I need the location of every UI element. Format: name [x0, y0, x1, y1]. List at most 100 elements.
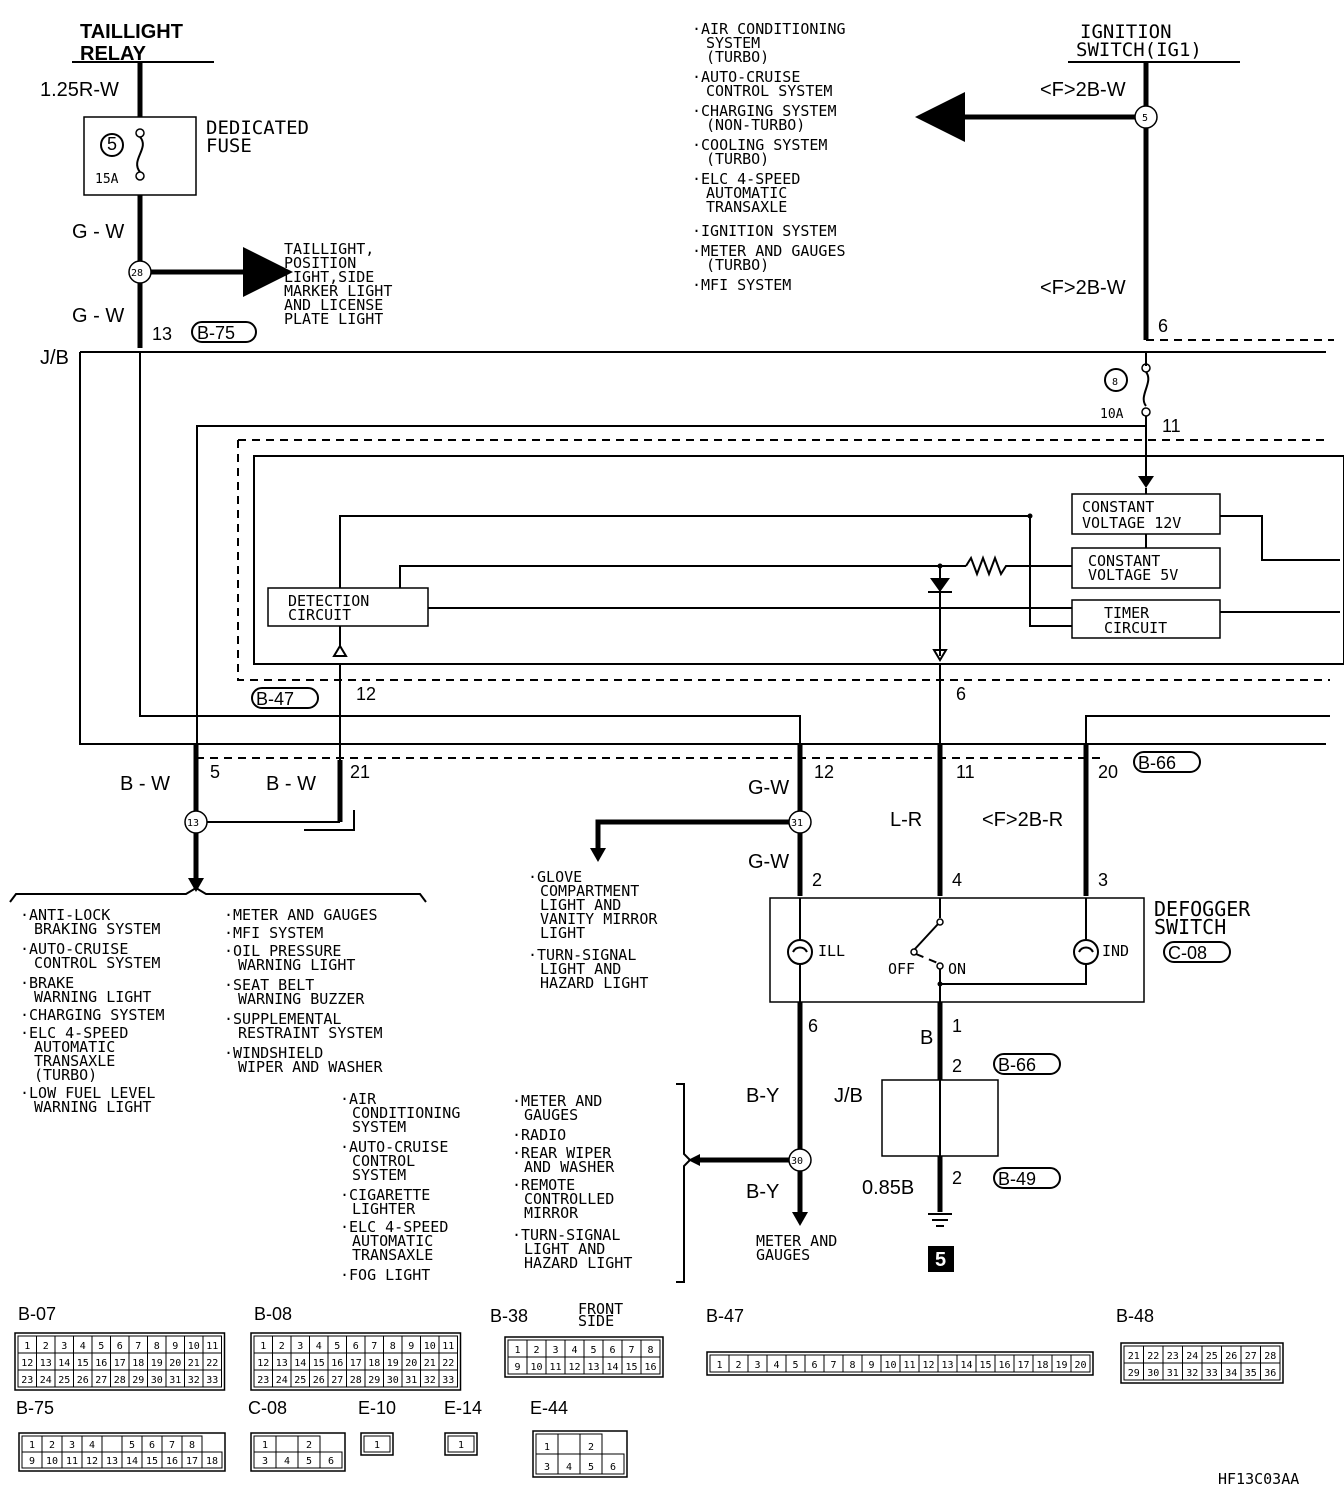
connector-pin-number: 13 [40, 1358, 52, 1369]
resistor-icon [965, 555, 1072, 577]
connector-pin-number: 33 [442, 1375, 454, 1386]
connector-pin-number: 18 [206, 1456, 218, 1467]
connector-pin-number: 12 [922, 1360, 934, 1371]
connector-pin-number: 10 [424, 1341, 436, 1352]
svg-text:·AUTO-CRUISE: ·AUTO-CRUISE [692, 68, 800, 86]
connector-pin-number: 17 [350, 1358, 362, 1369]
connector-face-frame [250, 1432, 346, 1472]
wire-label-gw-d: G-W [748, 851, 789, 873]
connector-pin-number: 15 [77, 1358, 89, 1369]
connector-b75-label: B-75 [197, 323, 235, 343]
connector-pin-number: 15 [313, 1358, 325, 1369]
connector-pin-number: 7 [830, 1360, 836, 1371]
jb-label-lower: J/B [834, 1085, 863, 1107]
connector-pin-number: 11 [442, 1341, 454, 1352]
connector-pin-number: 18 [132, 1358, 144, 1369]
splice-5 [1134, 105, 1158, 129]
svg-text:AUTOMATIC: AUTOMATIC [706, 184, 787, 202]
svg-text:LIGHT AND: LIGHT AND [540, 896, 621, 914]
connector-pin-number: 4 [89, 1440, 95, 1451]
figure-code: HF13C03AA [1218, 1470, 1299, 1488]
svg-text:COMPARTMENT: COMPARTMENT [540, 882, 639, 900]
svg-text:WARNING LIGHT: WARNING LIGHT [34, 1098, 151, 1116]
connector-pin-number: 10 [884, 1360, 896, 1371]
connector-face-label: B-38 [490, 1306, 528, 1326]
svg-text:WARNING BUZZER: WARNING BUZZER [238, 990, 365, 1008]
connector-c08-label: C-08 [1168, 943, 1207, 963]
connector-pin-number: 28 [114, 1375, 126, 1386]
connector-pin-number: 13 [587, 1362, 599, 1373]
svg-text:·METER AND: ·METER AND [512, 1092, 602, 1110]
jb-label: J/B [40, 347, 69, 369]
svg-text:AUTOMATIC: AUTOMATIC [34, 1038, 115, 1056]
svg-text:CONSTANT: CONSTANT [1088, 552, 1160, 570]
pin-11: 11 [956, 762, 975, 782]
svg-text:IND: IND [1102, 942, 1129, 960]
connector-pin-number: 10 [188, 1341, 200, 1352]
svg-text:WARNING LIGHT: WARNING LIGHT [34, 988, 151, 1006]
connector-pin-number: 5 [590, 1345, 596, 1356]
wire-label-bw-b: B - W [266, 773, 316, 795]
svg-text:TRANSAXLE: TRANSAXLE [34, 1052, 115, 1070]
pin-2: 2 [812, 870, 822, 890]
connector-face-label: B-08 [254, 1304, 292, 1324]
connector-face-label: B-48 [1116, 1306, 1154, 1326]
svg-text:RESTRAINT SYSTEM: RESTRAINT SYSTEM [238, 1024, 383, 1042]
connector-pin-number: 9 [514, 1362, 520, 1373]
svg-text:SWITCH: SWITCH [1154, 915, 1226, 939]
svg-text:VOLTAGE 12V: VOLTAGE 12V [1082, 514, 1181, 532]
mid-list-a: ·AIR CONDITIONING SYSTEM ·AUTO-CRUISE CO… [340, 1090, 460, 1284]
taillight-relay: TAILLIGHT RELAY [72, 21, 214, 65]
svg-text:CONTROL SYSTEM: CONTROL SYSTEM [706, 82, 832, 100]
connector-pin-number: 12 [568, 1362, 580, 1373]
connector-pin-number: 1 [544, 1442, 550, 1453]
fuse-8: 8 10A [1100, 363, 1151, 422]
svg-text:HAZARD LIGHT: HAZARD LIGHT [524, 1254, 632, 1272]
connector-face-frame [532, 1430, 628, 1478]
svg-text:·CHARGING SYSTEM: ·CHARGING SYSTEM [692, 102, 837, 120]
connector-pin-number: 7 [169, 1440, 175, 1451]
connector-pin-number: 27 [1245, 1351, 1257, 1362]
fuse-rating: 15A [95, 172, 119, 187]
svg-text:·ELC 4-SPEED: ·ELC 4-SPEED [340, 1218, 448, 1236]
svg-text:AND WASHER: AND WASHER [524, 1158, 615, 1176]
wire-label-085b: 0.85B [862, 1177, 914, 1199]
connector-pin-number: 17 [186, 1456, 198, 1467]
connector-pin-number: 2 [43, 1341, 49, 1352]
connector-pin-number: 27 [95, 1375, 107, 1386]
splice-5-label: 5 [1142, 113, 1148, 124]
svg-text:LIGHT AND: LIGHT AND [540, 960, 621, 978]
connector-face-frame [250, 1332, 462, 1391]
svg-text:TRANSAXLE: TRANSAXLE [706, 198, 787, 216]
wire-label-lr: L-R [890, 809, 922, 831]
svg-text:·CIGARETTE: ·CIGARETTE [340, 1186, 430, 1204]
pin-6-top: 6 [1158, 316, 1168, 336]
svg-text:WIPER AND WASHER: WIPER AND WASHER [238, 1058, 383, 1076]
connector-pin-number: 15 [625, 1362, 637, 1373]
svg-text:TRANSAXLE: TRANSAXLE [352, 1246, 433, 1264]
pin-13: 13 [152, 324, 172, 344]
connector-pin-number: 24 [40, 1375, 52, 1386]
svg-text:31: 31 [791, 818, 803, 829]
pin-12a: 12 [356, 684, 376, 704]
splice-28 [128, 260, 152, 284]
svg-text:DETECTION: DETECTION [288, 592, 369, 610]
connector-pin-number: 1 [260, 1341, 266, 1352]
svg-text:IGNITION: IGNITION [1080, 21, 1172, 43]
connector-face-frame [14, 1332, 226, 1391]
pin-5: 5 [210, 762, 220, 782]
connector-face-note: FRONT [578, 1300, 623, 1318]
relay-label-1: TAILLIGHT [80, 21, 183, 43]
connector-pin-number: 1 [24, 1341, 30, 1352]
pin-1: 1 [952, 1016, 962, 1036]
svg-text:SYSTEM: SYSTEM [352, 1118, 406, 1136]
svg-text:CONTROL: CONTROL [352, 1152, 415, 1170]
svg-text:SWITCH(IG1): SWITCH(IG1) [1076, 39, 1202, 61]
wire-inner-top [196, 425, 1146, 744]
connector-pin-number: 27 [331, 1375, 343, 1386]
fuse-number: 5 [107, 134, 117, 154]
connector-pin-number: 10 [46, 1456, 58, 1467]
connector-b66-label: B-66 [1138, 753, 1176, 773]
connector-pin-number: 6 [328, 1456, 334, 1467]
